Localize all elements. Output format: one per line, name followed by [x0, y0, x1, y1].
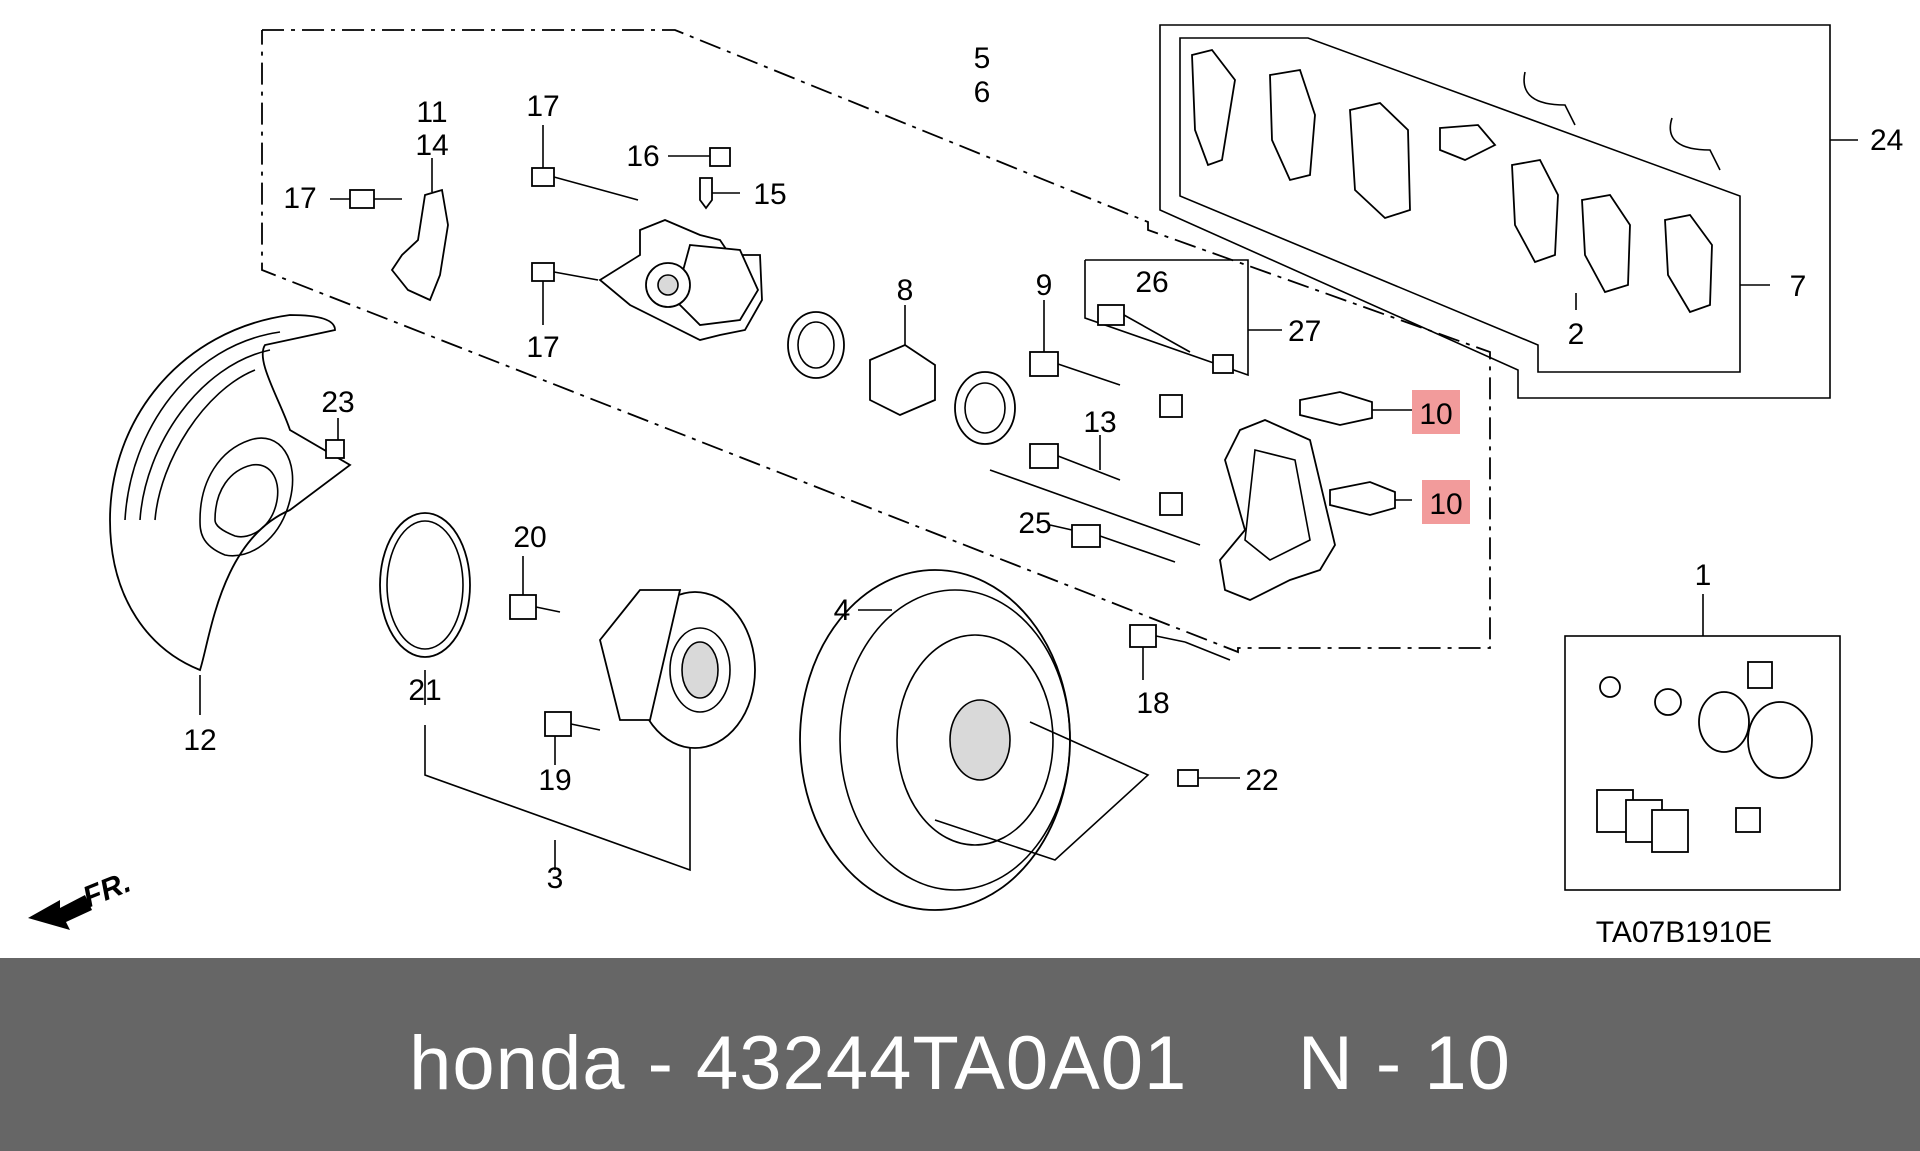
bolt-17-lower [531, 262, 599, 325]
callout-5: 5 [974, 42, 991, 75]
callout-2: 2 [1568, 318, 1585, 351]
hub-bearing-3 [599, 589, 756, 749]
callout-19: 19 [538, 764, 571, 797]
bolt-19 [544, 711, 572, 737]
seal-kit-contents [1596, 661, 1813, 853]
callout-26: 26 [1135, 266, 1168, 299]
callout-23: 23 [321, 386, 354, 419]
pad-retainer-10-lower [1329, 481, 1412, 516]
pad-group [1191, 48, 1721, 314]
bolt-17-upper-left [330, 189, 402, 209]
piston-seal [787, 311, 845, 379]
pin-26-head [1097, 304, 1125, 326]
callout-17-bottom: 17 [526, 331, 559, 364]
part-caption: honda - 43244TA0A01 N - 10 [409, 1021, 1511, 1106]
pad-retainer-10-upper [1299, 391, 1412, 426]
callout-21: 21 [408, 674, 441, 707]
callout-24: 24 [1870, 124, 1903, 157]
callout-20: 20 [513, 521, 546, 554]
callout-13: 13 [1083, 406, 1116, 439]
screw-22 [1177, 769, 1199, 787]
callout-22: 22 [1245, 764, 1278, 797]
callout-27: 27 [1288, 315, 1321, 348]
callout-14: 14 [415, 129, 448, 162]
guide-pin-9 [1029, 351, 1059, 377]
pin-boot-27 [1212, 354, 1234, 374]
callout-10-lower: 10 [1429, 488, 1462, 521]
callout-12: 12 [183, 724, 216, 757]
callout-25: 25 [1018, 507, 1051, 540]
pin-box-26-27 [1084, 259, 1249, 377]
bleeder-cap-16 [709, 147, 731, 167]
callout-8: 8 [897, 274, 914, 307]
bolt-20 [509, 594, 537, 620]
bolt-18 [1129, 624, 1157, 648]
group-outline-5-6 [261, 29, 1491, 654]
pin-boot-lower [1159, 492, 1183, 516]
callout-3: 3 [547, 862, 564, 895]
front-marker: FR. [78, 866, 135, 915]
o-ring-21 [379, 512, 471, 658]
caliper-body [598, 219, 763, 341]
callout-4: 4 [834, 594, 851, 627]
piston-boot [954, 371, 1016, 445]
callout-15: 15 [753, 178, 786, 211]
callout-7: 7 [1790, 270, 1807, 303]
callout-16: 16 [626, 140, 659, 173]
screw-23 [325, 439, 345, 459]
callout-17-top: 17 [526, 90, 559, 123]
callout-9: 9 [1036, 269, 1053, 302]
pad-set-box-24 [1159, 24, 1831, 399]
callout-10-upper: 10 [1419, 398, 1452, 431]
guide-pin-13 [1029, 443, 1059, 469]
callout-18: 18 [1136, 687, 1169, 720]
bleeder-screw-15 [699, 177, 713, 210]
brake-disc-4 [799, 569, 1071, 911]
exploded-brake-diagram: FR. 1 2 3 4 5 6 7 8 9 10 10 11 12 13 14 … [28, 24, 1903, 949]
callout-11: 11 [416, 96, 447, 129]
callout-1: 1 [1695, 559, 1712, 592]
drawing-code: TA07B1910E [1596, 916, 1772, 949]
front-arrow-icon [28, 895, 92, 930]
callout-6: 6 [974, 76, 991, 109]
callout-17-left: 17 [283, 182, 316, 215]
pad-box-7 [1179, 37, 1741, 373]
highlight-callout-10 [1412, 390, 1470, 524]
parking-bracket-11-14 [390, 188, 449, 302]
caption-banner [0, 958, 1920, 1151]
caliper-bracket [1219, 419, 1336, 601]
guide-pin-25 [1071, 524, 1101, 548]
pin-boot-upper [1159, 394, 1183, 418]
bolt-17-upper [531, 125, 639, 201]
splash-guard-12 [109, 314, 352, 715]
piston-8 [869, 305, 936, 416]
